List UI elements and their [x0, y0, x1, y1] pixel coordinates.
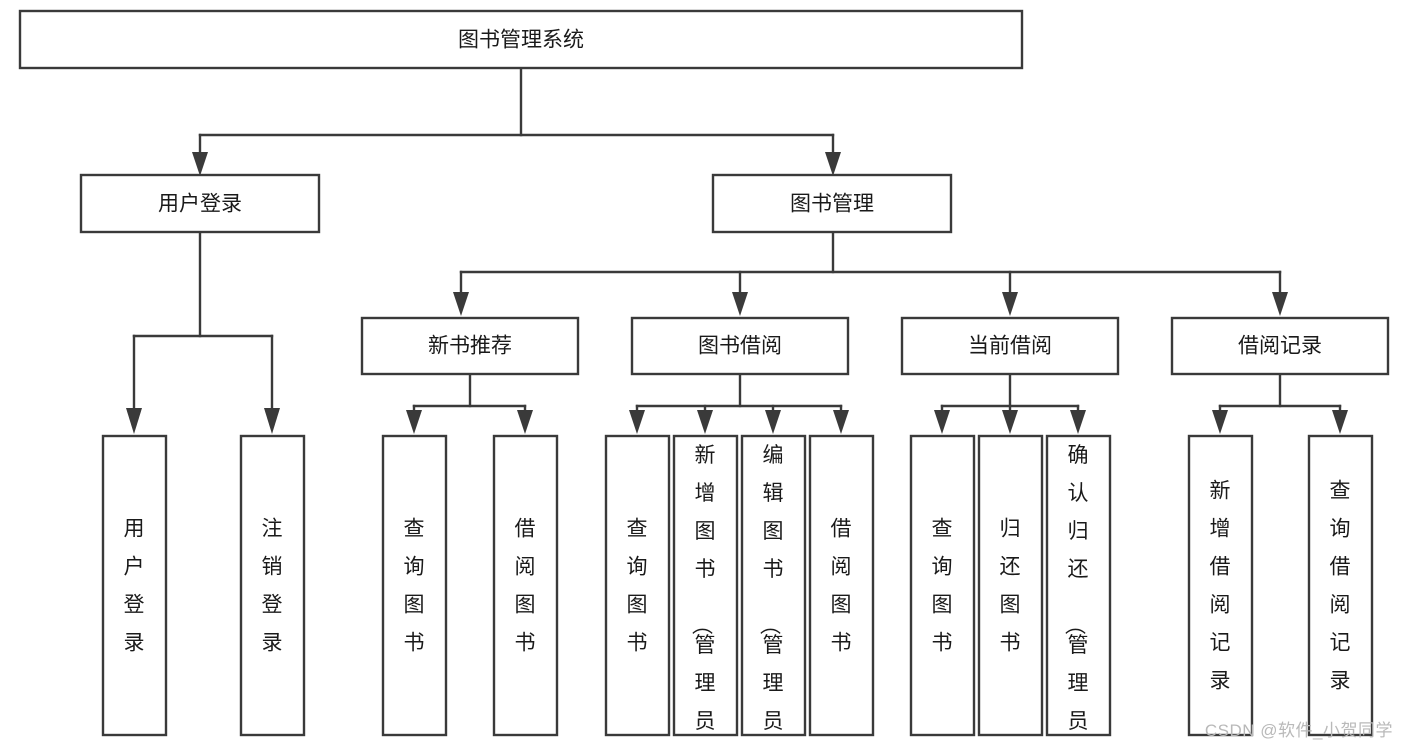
node-leaf-add-record[interactable]: 新增借阅记录 [1187, 434, 1254, 737]
node-leaf-query-book-1-box[interactable] [381, 434, 448, 737]
arrow-head-leaf-user-logout [264, 408, 280, 434]
arrow-head-leaf-confirm-return [1070, 410, 1086, 434]
arrow-head-leaf-return-book [1002, 410, 1018, 434]
node-book-borrow-box[interactable] [630, 316, 850, 376]
arrow-head-current-borrow [1002, 292, 1018, 316]
node-leaf-return-book-label: 归还图书 [1000, 518, 1021, 655]
node-leaf-query-book-3-box[interactable] [909, 434, 976, 737]
node-leaf-confirm-return[interactable]: 确认归还（管理员） [1045, 434, 1112, 747]
node-leaf-borrow-book-2-box[interactable] [808, 434, 875, 737]
arrow-head-leaf-borrow-book-1 [517, 410, 533, 434]
arrow-head-leaf-query-book-1 [406, 410, 422, 434]
node-leaf-query-book-2-label: 查询图书 [627, 518, 648, 655]
node-leaf-borrow-book-2[interactable]: 借阅图书 [808, 434, 875, 737]
node-leaf-borrow-book-1[interactable]: 借阅图书 [492, 434, 559, 737]
arrow-head-new-book-rec [453, 292, 469, 316]
node-leaf-borrow-book-1-box[interactable] [492, 434, 559, 737]
node-leaf-borrow-book-2-label: 借阅图书 [831, 518, 852, 655]
node-leaf-user-login[interactable]: 用户登录 [101, 434, 168, 737]
node-new-book-rec-label: 新书推荐 [428, 335, 512, 358]
connector-layer [126, 67, 1348, 434]
arrow-head-user-login [192, 152, 208, 176]
arrow-head-leaf-query-record [1332, 410, 1348, 434]
node-leaf-edit-book-box[interactable] [740, 434, 807, 737]
node-current-borrow[interactable]: 当前借阅 [900, 316, 1120, 376]
node-leaf-borrow-book-1-label: 借阅图书 [515, 518, 536, 655]
node-leaf-user-logout[interactable]: 注销登录 [239, 434, 306, 737]
node-borrow-record-label: 借阅记录 [1238, 335, 1322, 358]
node-user-login-box[interactable] [79, 173, 321, 234]
arrow-head-borrow-record [1272, 292, 1288, 316]
node-leaf-add-record-box[interactable] [1187, 434, 1254, 737]
node-leaf-query-book-1[interactable]: 查询图书 [381, 434, 448, 737]
node-user-login[interactable]: 用户登录 [79, 173, 321, 234]
node-leaf-edit-book-label: 编辑图书（管理员） [758, 444, 784, 747]
node-current-borrow-box[interactable] [900, 316, 1120, 376]
node-leaf-return-book-box[interactable] [977, 434, 1044, 737]
arrow-head-leaf-query-book-2 [629, 410, 645, 434]
node-book-borrow[interactable]: 图书借阅 [630, 316, 850, 376]
node-book-manage-box[interactable] [711, 173, 953, 234]
node-leaf-add-book-box[interactable] [672, 434, 739, 737]
node-leaf-query-record-box[interactable] [1307, 434, 1374, 737]
arrow-head-book-manage [825, 152, 841, 176]
node-leaf-query-book-2[interactable]: 查询图书 [604, 434, 671, 737]
node-new-book-rec[interactable]: 新书推荐 [360, 316, 580, 376]
arrow-head-leaf-borrow-book-2 [833, 410, 849, 434]
node-leaf-user-login-box[interactable] [101, 434, 168, 737]
node-current-borrow-label: 当前借阅 [968, 335, 1052, 358]
arrow-head-leaf-user-login [126, 408, 142, 434]
node-root[interactable]: 图书管理系统 [18, 9, 1024, 70]
node-book-borrow-label: 图书借阅 [698, 335, 782, 358]
node-root-box[interactable] [18, 9, 1024, 70]
node-book-manage-label: 图书管理 [790, 193, 874, 216]
node-leaf-user-login-label: 用户登录 [124, 518, 145, 655]
node-leaf-confirm-return-box[interactable] [1045, 434, 1112, 737]
node-leaf-confirm-return-label: 确认归还（管理员） [1063, 444, 1089, 747]
node-borrow-record[interactable]: 借阅记录 [1170, 316, 1390, 376]
node-leaf-query-book-2-box[interactable] [604, 434, 671, 737]
arrow-head-leaf-add-book [697, 410, 713, 434]
node-new-book-rec-box[interactable] [360, 316, 580, 376]
node-leaf-edit-book[interactable]: 编辑图书（管理员） [740, 434, 807, 747]
arrow-head-book-borrow [732, 292, 748, 316]
node-leaf-query-book-3[interactable]: 查询图书 [909, 434, 976, 737]
node-root-label: 图书管理系统 [458, 29, 584, 52]
node-book-manage[interactable]: 图书管理 [711, 173, 953, 234]
node-user-login-label: 用户登录 [158, 193, 242, 216]
node-leaf-user-logout-box[interactable] [239, 434, 306, 737]
node-borrow-record-box[interactable] [1170, 316, 1390, 376]
arrow-head-leaf-query-book-3 [934, 410, 950, 434]
node-leaf-query-book-3-label: 查询图书 [932, 518, 953, 655]
node-leaf-query-book-1-label: 查询图书 [404, 518, 425, 655]
node-leaf-add-record-label: 新增借阅记录 [1210, 480, 1231, 693]
node-leaf-user-logout-label: 注销登录 [262, 518, 283, 655]
node-leaf-add-book-label: 新增图书（管理员） [690, 444, 716, 747]
node-leaf-query-record-label: 查询借阅记录 [1330, 480, 1351, 693]
node-leaf-add-book[interactable]: 新增图书（管理员） [672, 434, 739, 747]
node-leaf-return-book[interactable]: 归还图书 [977, 434, 1044, 737]
node-leaf-query-record[interactable]: 查询借阅记录 [1307, 434, 1374, 737]
arrow-head-leaf-add-record [1212, 410, 1228, 434]
arrow-head-leaf-edit-book [765, 410, 781, 434]
